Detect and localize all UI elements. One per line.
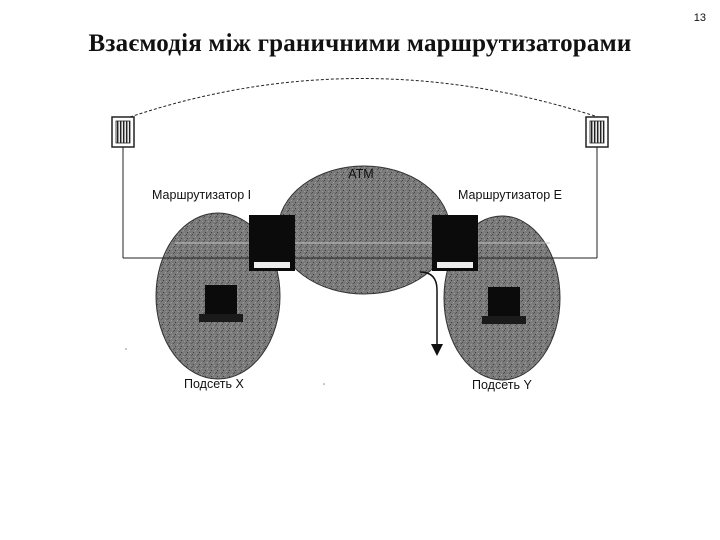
down-arrow-line (419, 271, 438, 344)
router-e-icon (432, 215, 478, 271)
pattern-right-icon (585, 116, 609, 148)
speck-dot (125, 348, 127, 350)
atm-cloud (277, 165, 451, 295)
atm-label: ATM (348, 167, 373, 181)
host-x-icon (199, 285, 243, 322)
dashed-arc-connector (129, 78, 599, 118)
router-i-icon (249, 215, 295, 271)
router-e-label: Маршрутизатор E (458, 188, 562, 202)
speck-dot (323, 383, 325, 385)
router-i-label: Маршрутизатор I (152, 188, 251, 202)
subnet-y-label: Подсеть Y (472, 378, 532, 392)
subnet-x-label: Подсеть X (184, 377, 244, 391)
pattern-left-icon (111, 116, 135, 148)
host-y-icon (482, 287, 526, 324)
down-arrow-head (431, 344, 443, 356)
page-title: Взаємодія між граничними маршрутизаторам… (88, 30, 632, 57)
page-number: 13 (693, 12, 706, 24)
